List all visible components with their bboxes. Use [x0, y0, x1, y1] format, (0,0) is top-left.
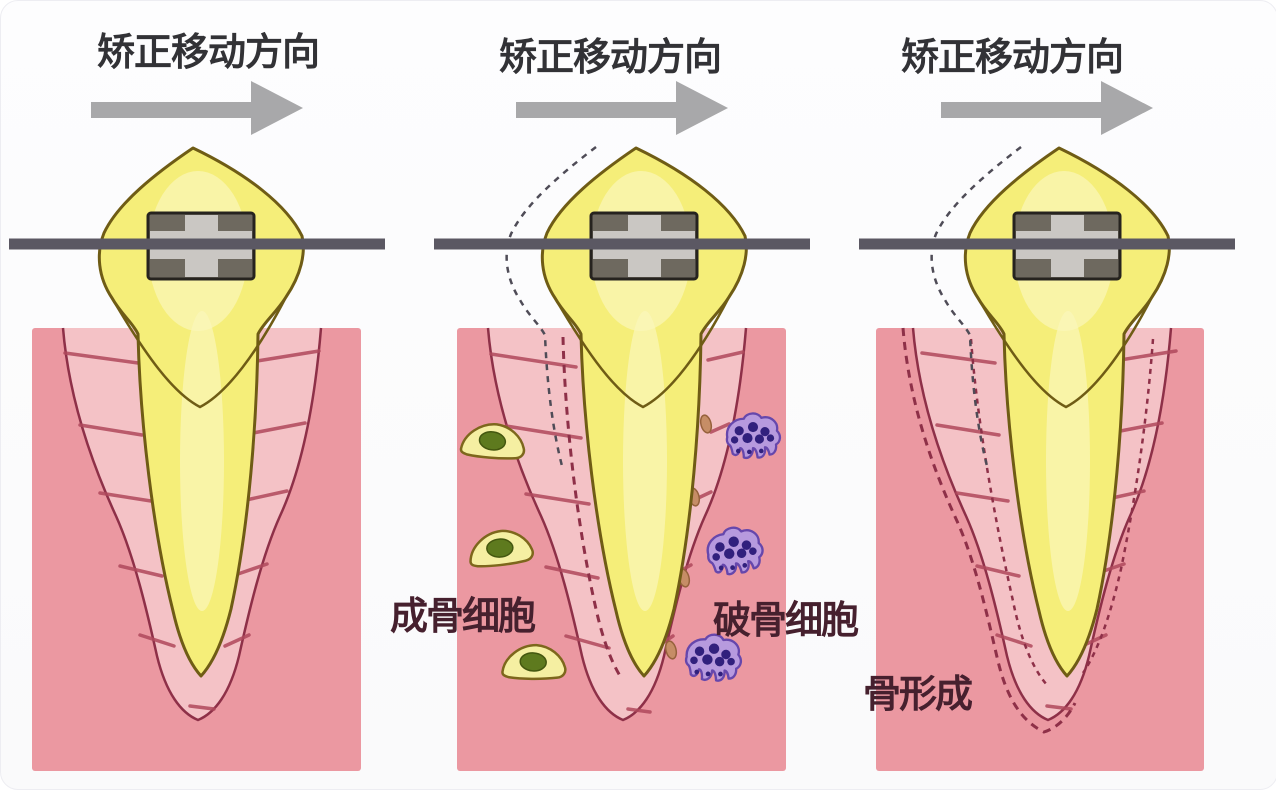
remodeling-dashlines — [969, 338, 1155, 686]
osteoclast-cell — [725, 412, 782, 460]
direction-arrow-icon — [91, 81, 303, 135]
panel-1-title: 矫正移动方向 — [97, 32, 320, 74]
osteoclast-label: 破骨细胞 — [713, 600, 859, 642]
osteoblast-label: 成骨细胞 — [390, 596, 536, 638]
bone-formation-label: 骨形成 — [863, 674, 973, 716]
panel-1-figure — [9, 81, 385, 771]
direction-arrow-icon — [516, 81, 728, 135]
panel-3-title: 矫正移动方向 — [901, 37, 1124, 79]
panel-3-figure — [859, 81, 1235, 771]
previous-socket-outline — [901, 327, 1077, 734]
direction-arrow-icon — [941, 81, 1153, 135]
panel-2-figure — [434, 81, 810, 771]
original-root-position-dashline — [561, 336, 624, 680]
panel-2-title: 矫正移动方向 — [499, 37, 722, 79]
